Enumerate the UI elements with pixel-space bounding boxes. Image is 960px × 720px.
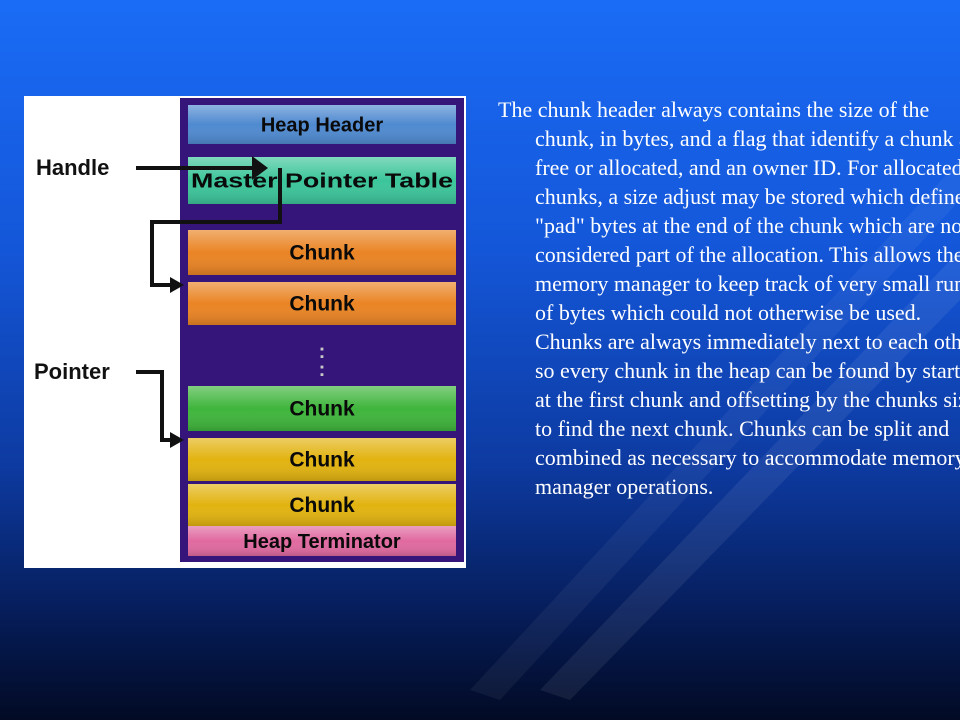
heap-block-label: Master Pointer Table [191, 171, 453, 193]
heap-block-label: Chunk [289, 242, 355, 265]
heap-block-label: Chunk [289, 494, 355, 517]
heap-block-7: Chunk [188, 484, 456, 526]
pointer-arrow [136, 370, 170, 442]
ellipsis-mark-lower: : [319, 359, 326, 381]
ellipsis-mark: : [319, 341, 326, 363]
heap-block-3: Chunk [188, 230, 456, 275]
chunk-arrowhead-upper [170, 277, 184, 293]
heap-block-shine [188, 438, 456, 481]
chunk-arrowhead-lower [170, 432, 184, 448]
heap-block-5: Chunk [188, 386, 456, 431]
heap-block-shine [188, 386, 456, 431]
heap-block-shine [188, 282, 456, 325]
heap-block-shine [188, 157, 456, 204]
heap-block-2: Master Pointer Table [188, 157, 456, 204]
heap-block-shine [188, 526, 456, 556]
heap-block-8: Heap Terminator [188, 526, 456, 556]
heap-block-label: Chunk [289, 449, 355, 472]
heap-block-shine [188, 484, 456, 526]
heap-block-label: Chunk [289, 398, 355, 421]
pointer-label: Pointer [34, 359, 110, 384]
heap-block-shine [188, 230, 456, 275]
body-text: The chunk header always contains the siz… [498, 97, 960, 499]
handle-arrow [136, 166, 282, 287]
heap-block-1: Heap Header [188, 105, 456, 144]
heap-block-label: Heap Terminator [243, 531, 401, 553]
handle-arrowhead [252, 156, 268, 180]
heap-block-6: Chunk [188, 438, 456, 481]
heap-block-shine [188, 105, 456, 144]
heap-block-label: Chunk [289, 293, 355, 316]
handle-label: Handle [36, 155, 109, 180]
heap-block-4: Chunk [188, 282, 456, 325]
heap-block-label: Heap Header [261, 115, 383, 137]
